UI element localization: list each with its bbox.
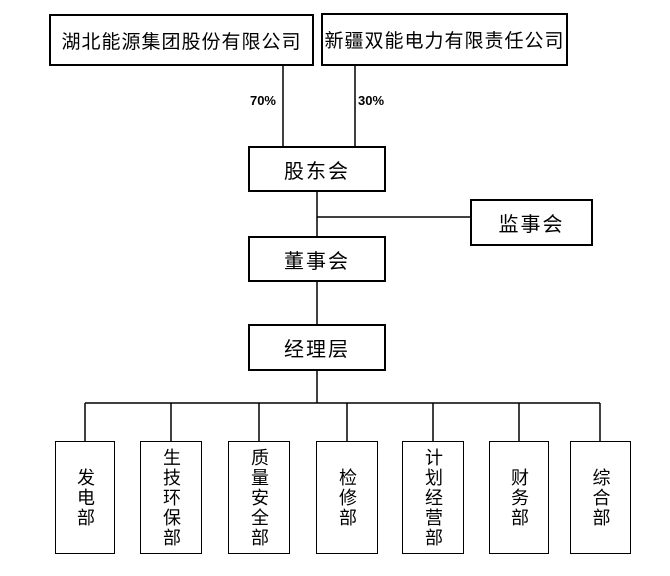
department-label: 质量安全部 — [249, 447, 269, 548]
shareholders-meeting-box: 股东会 — [248, 146, 386, 192]
department-box-production-tech-environment: 生技环保部 — [140, 441, 202, 554]
department-box-finance: 财务部 — [489, 441, 549, 554]
department-box-planning-operations: 计划经营部 — [402, 441, 464, 554]
department-box-quality-safety: 质量安全部 — [228, 441, 290, 554]
ownership-share-label-70: 70% — [249, 93, 276, 108]
ownership-share-label-30: 30% — [358, 93, 385, 108]
parent-company-hubei-box: 湖北能源集团股份有限公司 — [49, 14, 314, 66]
department-label: 财务部 — [509, 467, 529, 528]
department-label: 综合部 — [590, 467, 611, 528]
department-label: 检修部 — [337, 467, 357, 528]
management-level-box: 经理层 — [248, 324, 386, 371]
board-of-supervisors-box: 监事会 — [470, 199, 593, 246]
department-label: 生技环保部 — [161, 447, 181, 548]
department-label: 发电部 — [75, 467, 95, 528]
board-of-directors-box: 董事会 — [248, 236, 386, 282]
department-box-maintenance: 检修部 — [316, 441, 378, 554]
department-box-general-affairs: 综合部 — [570, 441, 631, 554]
department-label: 计划经营部 — [423, 447, 443, 548]
parent-company-xinjiang-box: 新疆双能电力有限责任公司 — [321, 13, 568, 66]
department-box-power-generation: 发电部 — [55, 441, 115, 554]
